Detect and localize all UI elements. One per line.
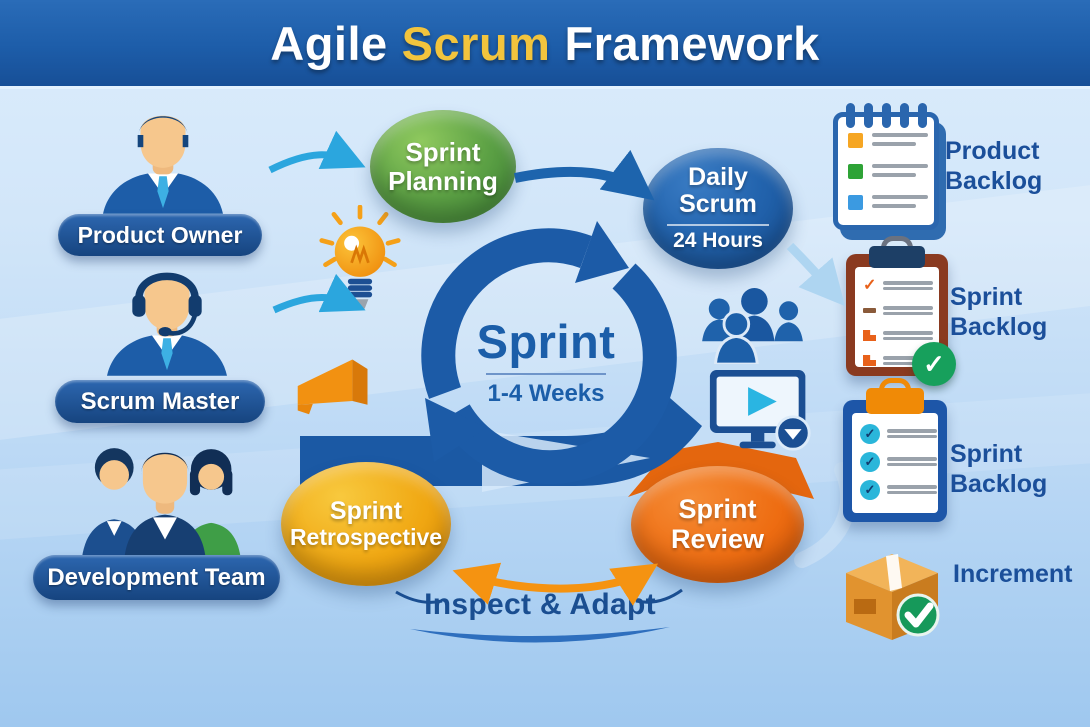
- daily-line2: Scrum: [679, 190, 757, 219]
- product-owner-label: Product Owner: [58, 214, 262, 256]
- check-circle-icon: ✓: [860, 479, 880, 500]
- check-circle-icon: ✓: [860, 423, 880, 444]
- scrum-master-icon: [92, 262, 242, 377]
- sprint-backlog-top-label: Sprint Backlog: [950, 283, 1047, 342]
- dash-icon: [863, 308, 876, 313]
- team-group-icon: [700, 288, 805, 364]
- increment-line1: Increment: [953, 560, 1073, 588]
- clipboard-clip-icon: [869, 246, 925, 268]
- backlog-item-row: [848, 195, 928, 213]
- spiral-ring-icon: [900, 103, 909, 128]
- tape-icon: [886, 554, 902, 591]
- sprint-backlog-top-line2: Backlog: [950, 312, 1048, 341]
- box-label: [854, 599, 876, 614]
- orange-bullet-icon: [848, 133, 863, 148]
- sprint-backlog-top-icon: ✓ ✓: [846, 236, 956, 386]
- task-mark-icon: [863, 330, 876, 341]
- inspect-underline-swoosh: [410, 627, 670, 643]
- spiral-ring-icon: [918, 103, 927, 128]
- review-line1: Sprint: [678, 494, 757, 525]
- title-word-scrum: Scrum: [401, 16, 551, 70]
- sprint-backlog-bottom-label: Sprint Backlog: [950, 440, 1047, 499]
- green-bullet-icon: [848, 164, 863, 179]
- check-badge-icon: [896, 593, 940, 637]
- sprint-backlog-bottom-line2: Backlog: [950, 469, 1048, 498]
- sprint-duration: 1-4 Weeks: [487, 380, 605, 407]
- backlog-item-row: [848, 164, 928, 182]
- blue-bullet-icon: [848, 195, 863, 210]
- page-title: Agile Scrum Framework: [270, 16, 819, 71]
- daily-duration: 24 Hours: [673, 229, 763, 253]
- check-badge-icon: ✓: [912, 342, 956, 386]
- increment-box-icon: [838, 543, 950, 643]
- development-team-icon: [55, 438, 275, 558]
- download-icon: [784, 429, 802, 440]
- cycle-arrowhead-top: [575, 221, 629, 283]
- product-backlog-line1: Product: [945, 137, 1040, 165]
- development-team-label: Development Team: [33, 555, 280, 600]
- arrow-product-owner-to-planning: [268, 130, 366, 174]
- lightbulb-icon: [318, 205, 402, 317]
- backlog-item-row: [848, 133, 928, 151]
- clipboard-clip-icon: [866, 388, 924, 414]
- title-word-agile: Agile: [270, 16, 388, 70]
- check-icon: ✓: [863, 276, 877, 294]
- product-backlog-label: Product Backlog: [945, 137, 1042, 196]
- review-line2: Review: [670, 523, 765, 554]
- megaphone-icon: [292, 352, 377, 418]
- product-backlog-line2: Backlog: [945, 166, 1043, 195]
- spiral-ring-icon: [882, 103, 891, 128]
- title-word-framework: Framework: [564, 16, 820, 70]
- retro-line1: Sprint: [329, 497, 403, 526]
- increment-label: Increment: [953, 560, 1072, 590]
- arrow-retro-review-double: [452, 562, 659, 606]
- sprint-planning-node: Sprint Planning: [370, 110, 516, 223]
- band-light-arrowhead: [482, 430, 650, 492]
- sprint-divider: [486, 373, 606, 375]
- task-mark-icon: [863, 355, 876, 366]
- sprint-review-node: Sprint Review: [631, 466, 804, 583]
- scrum-master-label: Scrum Master: [55, 380, 265, 423]
- sprint-cycle-label: Sprint 1-4 Weeks: [463, 314, 629, 408]
- sprint-backlog-top-line1: Sprint: [950, 283, 1023, 311]
- scrum-master-text: Scrum Master: [80, 387, 240, 415]
- daily-line1: Daily: [688, 163, 748, 192]
- inspect-adapt-label: Inspect & Adapt: [424, 588, 656, 621]
- sprint-title: Sprint: [476, 315, 616, 368]
- check-circle-icon: ✓: [860, 451, 880, 472]
- daily-scrum-node: Daily Scrum 24 Hours: [643, 148, 793, 269]
- play-icon: [748, 387, 777, 416]
- header-banner: Agile Scrum Framework: [0, 0, 1090, 86]
- planning-line1: Sprint: [405, 137, 481, 168]
- spiral-ring-icon: [846, 103, 855, 128]
- product-owner-text: Product Owner: [77, 221, 243, 248]
- sprint-backlog-bottom-icon: ✓ ✓ ✓: [843, 378, 947, 522]
- arrow-planning-to-daily: [514, 149, 655, 201]
- retro-line2: Retrospective: [289, 524, 443, 551]
- development-team-text: Development Team: [47, 563, 266, 591]
- spiral-ring-icon: [864, 103, 873, 128]
- notepad-page: [833, 103, 939, 230]
- product-owner-icon: [88, 100, 238, 215]
- product-backlog-icon: [833, 103, 946, 240]
- planning-line2: Planning: [388, 165, 498, 196]
- sprint-backlog-bottom-line1: Sprint: [950, 440, 1023, 468]
- clipboard-page: ✓ ✓ ✓: [852, 413, 938, 513]
- monitor-play-icon: [708, 368, 813, 456]
- check-icon: [904, 602, 934, 628]
- daily-divider: [667, 224, 769, 227]
- sprint-retrospective-node: Sprint Retrospective: [281, 462, 451, 586]
